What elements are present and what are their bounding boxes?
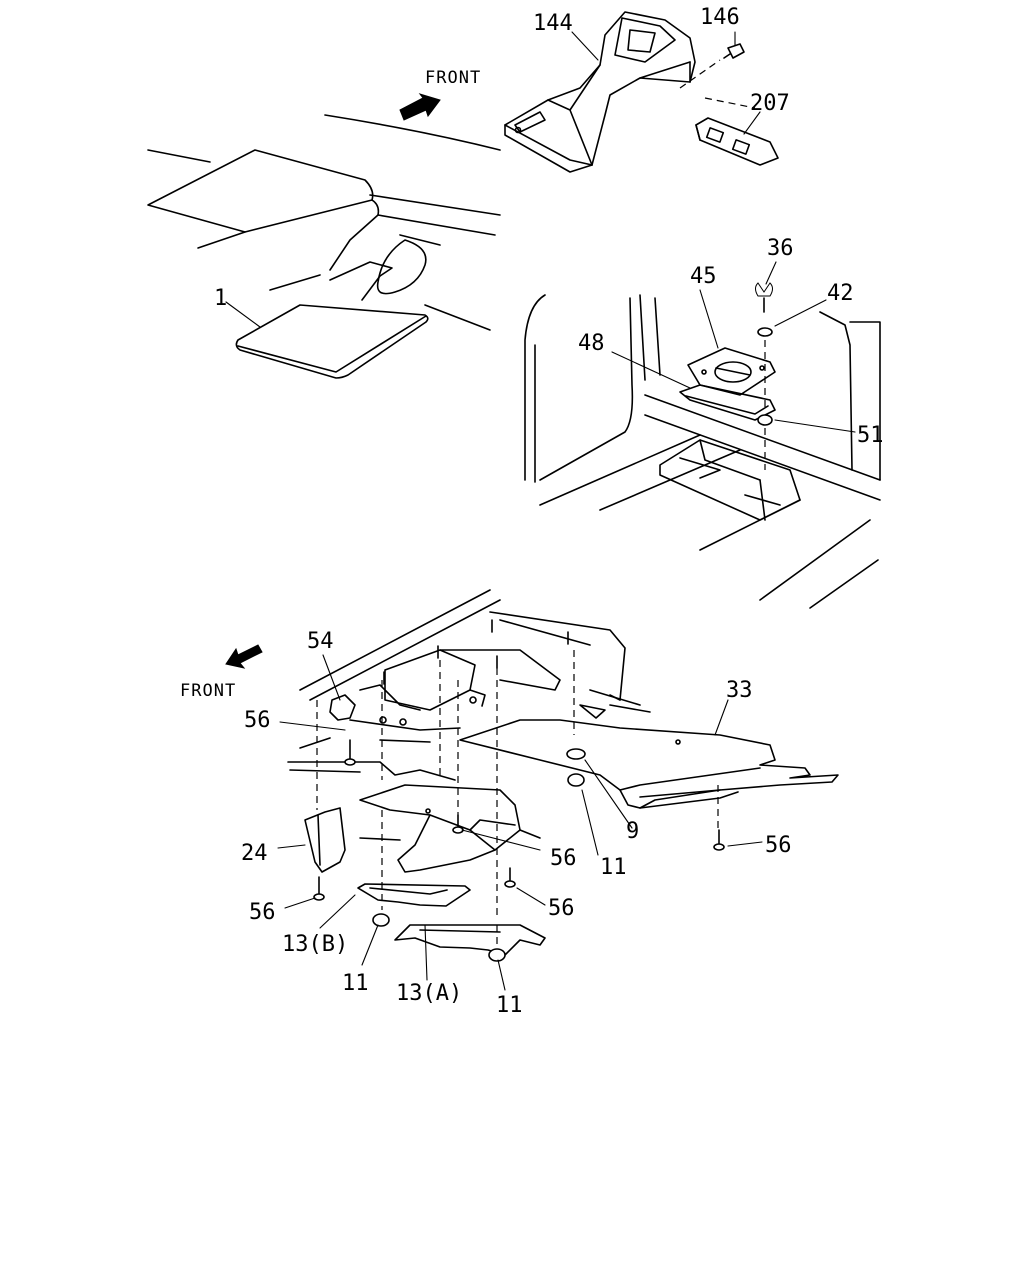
callout-9: 9	[626, 819, 639, 844]
callout-146: 146	[700, 5, 740, 30]
callout-48: 48	[578, 331, 605, 356]
callout-51: 51	[857, 423, 884, 448]
console-144	[504, 11, 756, 173]
arrow-right-icon	[399, 93, 441, 121]
callout-24: 24	[241, 841, 268, 866]
callout-56-right: 56	[765, 833, 792, 858]
callout-1: 1	[214, 286, 227, 311]
callout-54: 54	[307, 629, 334, 654]
cabin-floor-view	[147, 114, 501, 379]
callout-13b: 13(B)	[282, 932, 348, 957]
callout-33: 33	[726, 678, 753, 703]
front-label-top: FRONT	[425, 68, 481, 88]
underbody-view	[277, 589, 839, 991]
callout-13a: 13(A)	[396, 981, 462, 1006]
callout-42: 42	[827, 281, 854, 306]
callout-56-lower-left: 56	[249, 900, 276, 925]
bracket-207	[695, 111, 779, 166]
callout-labels: 144 146 207 1 36 45 42 48 51 54 56 33 24…	[214, 5, 884, 1018]
callout-56-center: 56	[550, 846, 577, 871]
callout-36: 36	[767, 236, 794, 261]
callout-207: 207	[750, 91, 790, 116]
front-label-bottom: FRONT	[180, 681, 236, 701]
callout-56-lower-center: 56	[548, 896, 575, 921]
callout-11-right: 11	[600, 855, 627, 880]
callout-11-bottom: 11	[496, 993, 523, 1018]
arrow-left-icon	[225, 644, 263, 669]
bolt-146	[723, 31, 745, 59]
callout-11-left: 11	[342, 971, 369, 996]
shift-boot-view	[524, 261, 881, 609]
callout-144: 144	[533, 11, 573, 36]
callout-45: 45	[690, 264, 717, 289]
callout-56-upper-left: 56	[244, 708, 271, 733]
